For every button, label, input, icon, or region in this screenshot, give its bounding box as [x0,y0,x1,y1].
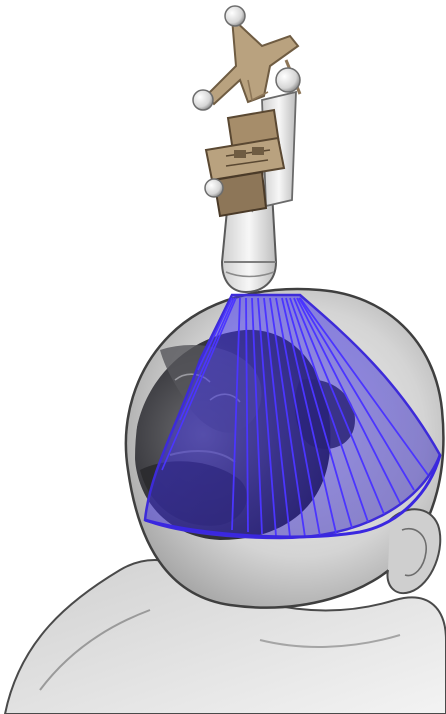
marker-sphere [193,90,213,110]
marker-sphere [276,68,300,92]
marker-sphere [225,6,245,26]
marker-sphere [205,179,223,197]
